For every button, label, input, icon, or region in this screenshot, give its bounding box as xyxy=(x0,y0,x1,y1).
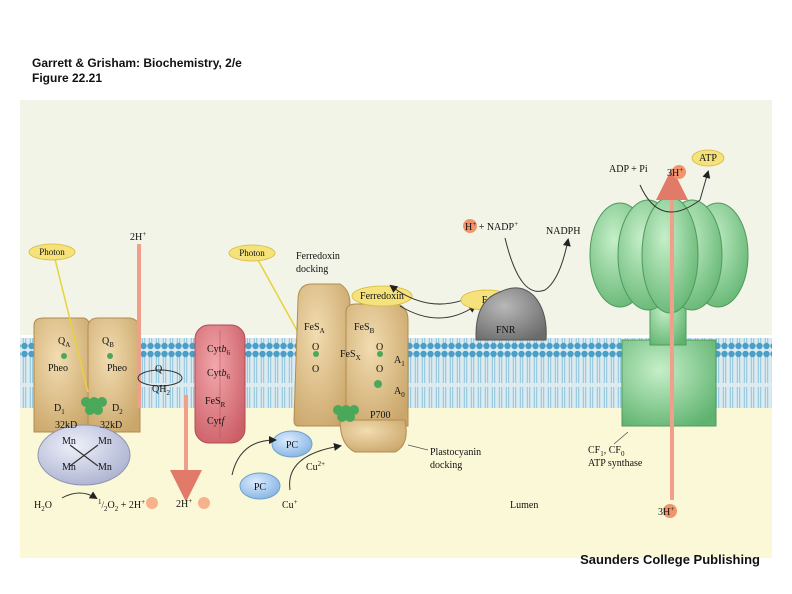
cf0-subunit xyxy=(621,339,717,427)
three-h-top-label: 3H+ xyxy=(667,166,683,179)
proton-dot-atp-top xyxy=(672,165,686,179)
qb-label: QB xyxy=(102,336,114,349)
nadph-label: NADPH xyxy=(546,226,580,237)
publisher-credit: Saunders College Publishing xyxy=(580,552,760,567)
pc-cycle-arrow-left xyxy=(231,436,277,476)
o-label-1: O xyxy=(312,342,319,353)
fnr-label: FNR xyxy=(496,325,516,336)
nadp-label: H+ + NADP+ xyxy=(465,220,518,233)
mn-label-3: Mn xyxy=(62,462,76,473)
kd-label-1: 32kD xyxy=(55,420,77,431)
figure-source-title: Garrett & Grisham: Biochemistry, 2/e xyxy=(32,56,242,70)
pheo-label-1: Pheo xyxy=(48,363,68,374)
mn-label-1: Mn xyxy=(62,436,76,447)
q-label: Q xyxy=(155,364,163,375)
p700-label: P700 xyxy=(370,410,391,421)
cf1-cf0-label: CF1, CF0 xyxy=(588,445,625,458)
pheo-label-2: Pheo xyxy=(107,363,127,374)
a0-label: A0 xyxy=(394,386,405,399)
proton-dot-nadp xyxy=(463,219,477,233)
photosystem-ii xyxy=(33,317,141,486)
lumen-label: Lumen xyxy=(510,500,538,511)
photon-badge-2 xyxy=(228,244,276,262)
cytochrome-b6f-complex xyxy=(194,324,246,444)
oxygen-proton-label: 1/2O2 + 2H+ xyxy=(98,498,145,513)
cu2-label: Cu2+ xyxy=(306,460,325,473)
p680-chlorophyll-icon xyxy=(81,397,107,415)
photon-label-1: Photon xyxy=(39,247,65,257)
atp-synthase-label: ATP synthase xyxy=(588,458,643,469)
mn-label-2: Mn xyxy=(98,436,112,447)
atp-synthesis-arrow xyxy=(639,170,711,213)
ferredoxin-label: Ferredoxin xyxy=(360,291,404,302)
pc-cycle-arrow-right xyxy=(289,443,342,491)
figure-number: Figure 22.21 xyxy=(32,71,103,85)
plastocyanin-docking-site xyxy=(339,419,407,453)
proton-dot-lumen-2 xyxy=(198,497,210,509)
ferredoxin-docking-label-1: Ferredoxin xyxy=(296,251,340,262)
plastocyanin-reduced xyxy=(239,472,281,500)
cu1-label: Cu+ xyxy=(282,498,298,511)
water-split-arrow xyxy=(61,491,98,500)
plastocyanin-docking-label-2: docking xyxy=(430,460,462,471)
pc-label-2: PC xyxy=(254,482,267,493)
two-h-top-label: 2H+ xyxy=(130,230,146,243)
a1-label: A1 xyxy=(394,355,405,368)
ferredoxin-arrow-bottom xyxy=(399,304,477,319)
two-h-bottom-label: 2H+ xyxy=(176,497,192,510)
atp-badge xyxy=(691,149,725,167)
fes-r-label: FeSR xyxy=(205,396,226,409)
photosystem-i xyxy=(293,283,409,453)
mn-label-4: Mn xyxy=(98,462,112,473)
q-cycle-arrow xyxy=(137,369,183,387)
h2o-label: H2O xyxy=(34,500,52,513)
cyt-b6-label-1: Cytb6 xyxy=(207,344,230,357)
nadp-reduction-arrow xyxy=(504,237,571,292)
fes-b-label: FeSB xyxy=(354,322,375,335)
qa-label: QA xyxy=(58,336,70,349)
photon-badge-1 xyxy=(28,243,76,261)
cyt-b6-label-2: Cytb6 xyxy=(207,368,230,381)
atp-label: ATP xyxy=(699,153,717,164)
fes-a-label: FeSA xyxy=(304,322,325,335)
fes-x-label: FeSX xyxy=(340,349,361,362)
pc-label-1: PC xyxy=(286,440,299,451)
o-label-3: O xyxy=(376,342,383,353)
p700-chlorophyll-icon xyxy=(333,405,359,422)
d1-label: D1 xyxy=(54,403,65,416)
ferredoxin-docking-label-2: docking xyxy=(296,264,328,275)
fnr-enzyme xyxy=(475,287,547,341)
o-label-2: O xyxy=(312,364,319,375)
plastocyanin-docking-label-1: Plastocyanin xyxy=(430,447,481,458)
qh2-label: QH2 xyxy=(152,384,170,397)
kd-label-2: 32kD xyxy=(100,420,122,431)
photon-label-2: Photon xyxy=(239,248,265,258)
adp-pi-label: ADP + Pi xyxy=(609,164,648,175)
o-label-4: O xyxy=(376,364,383,375)
proton-dot-lumen-1 xyxy=(146,497,158,509)
d2-label: D2 xyxy=(112,403,123,416)
photon-beam-1 xyxy=(54,258,89,393)
cyt-f-label: Cytf xyxy=(207,416,225,427)
proton-dot-atp-bottom xyxy=(663,504,677,518)
three-h-bottom-label: 3H+ xyxy=(658,505,674,518)
